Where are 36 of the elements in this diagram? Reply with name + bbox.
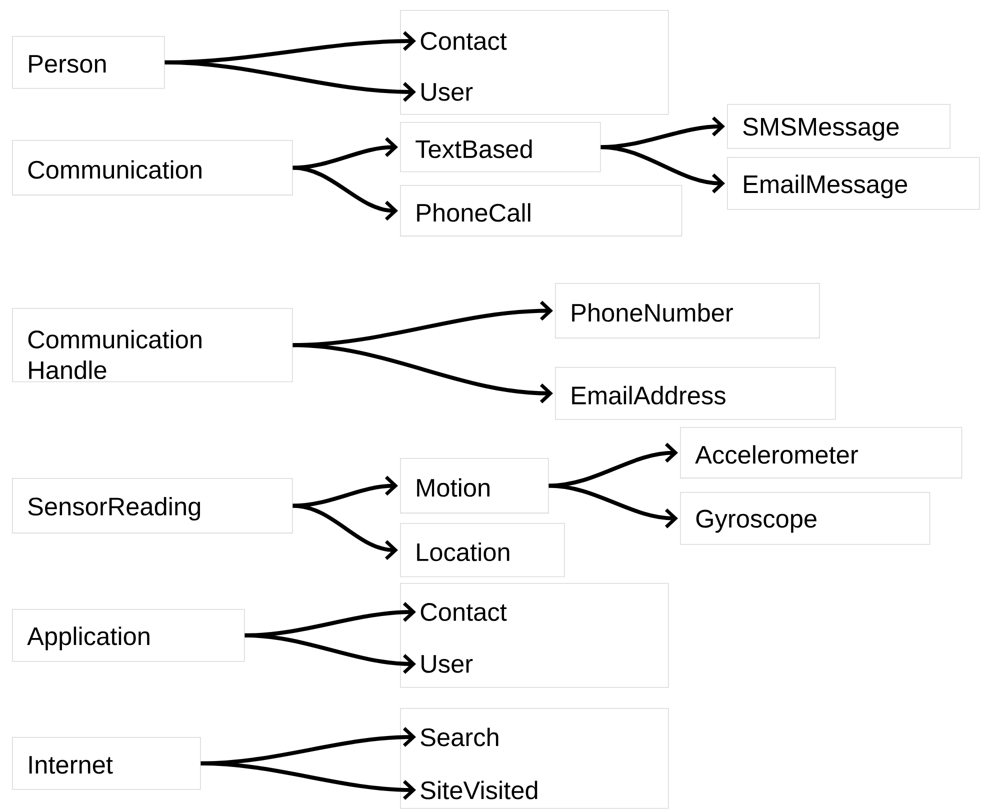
class-box: Application <box>12 609 245 662</box>
arrow <box>244 633 416 674</box>
class-label: User <box>422 655 473 673</box>
class-box: SensorReading <box>12 478 293 534</box>
class-label: User <box>422 83 473 101</box>
arrow <box>292 476 398 508</box>
class-box: Person <box>12 36 165 89</box>
arrow <box>292 137 398 170</box>
arrow <box>292 504 398 560</box>
class-box: PhoneNumber <box>555 283 820 338</box>
class-label: Search <box>420 728 498 746</box>
class-label: Contact <box>420 32 507 50</box>
class-label: Contact <box>420 603 507 621</box>
class-box: Communication <box>12 140 293 196</box>
arrow <box>548 484 678 528</box>
class-box: Motion <box>400 458 549 514</box>
class-box: Communication Handle <box>12 308 293 382</box>
group-box <box>400 583 669 688</box>
class-box: Gyroscope <box>680 492 930 545</box>
class-box: Accelerometer <box>680 427 962 478</box>
class-box: TextBased <box>400 122 601 172</box>
class-label: SiteVisited <box>420 780 538 800</box>
class-box: EmailAddress <box>555 367 836 420</box>
arrow <box>200 761 416 800</box>
arrow <box>164 60 416 102</box>
class-box: EmailMessage <box>727 157 980 210</box>
group-box <box>400 10 669 115</box>
class-box: PhoneCall <box>400 185 682 236</box>
class-box: SMSMessage <box>727 104 950 149</box>
arrow <box>548 442 678 488</box>
arrow <box>292 343 553 404</box>
group-box <box>400 708 669 809</box>
class-box: Internet <box>12 737 201 790</box>
arrow <box>292 166 398 221</box>
class-box: Location <box>400 523 565 578</box>
arrow <box>600 145 725 194</box>
